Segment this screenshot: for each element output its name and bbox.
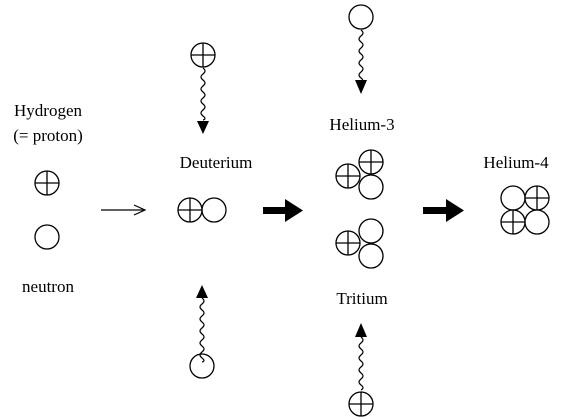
wavy-arrow-down-2 bbox=[355, 29, 367, 94]
deuterium-label: Deuterium bbox=[180, 153, 253, 172]
wavy-arrow-down-1 bbox=[197, 67, 209, 134]
incoming-neutron-bottom bbox=[189, 353, 215, 379]
tritium-nucleus bbox=[335, 218, 384, 269]
incoming-proton-bottom bbox=[348, 391, 374, 417]
tritium-label: Tritium bbox=[336, 289, 387, 308]
incoming-proton-top bbox=[190, 42, 216, 68]
helium3-nucleus bbox=[335, 149, 384, 200]
thin-arrow bbox=[101, 204, 147, 216]
helium4-nucleus bbox=[500, 185, 550, 235]
wavy-arrow-up-1 bbox=[196, 285, 208, 363]
proton-note-label: (= proton) bbox=[13, 126, 83, 145]
neutron-particle bbox=[34, 224, 60, 250]
proton-particle bbox=[34, 170, 60, 196]
helium3-label: Helium-3 bbox=[329, 115, 394, 134]
deuterium-nucleus bbox=[177, 197, 227, 223]
hydrogen-label: Hydrogen bbox=[14, 101, 82, 120]
thick-arrow-1 bbox=[263, 199, 303, 222]
neutron-label: neutron bbox=[22, 277, 74, 296]
helium4-label: Helium-4 bbox=[483, 153, 549, 172]
thick-arrow-2 bbox=[423, 199, 464, 222]
wavy-arrow-up-2 bbox=[355, 323, 367, 391]
incoming-neutron-top bbox=[348, 4, 374, 30]
